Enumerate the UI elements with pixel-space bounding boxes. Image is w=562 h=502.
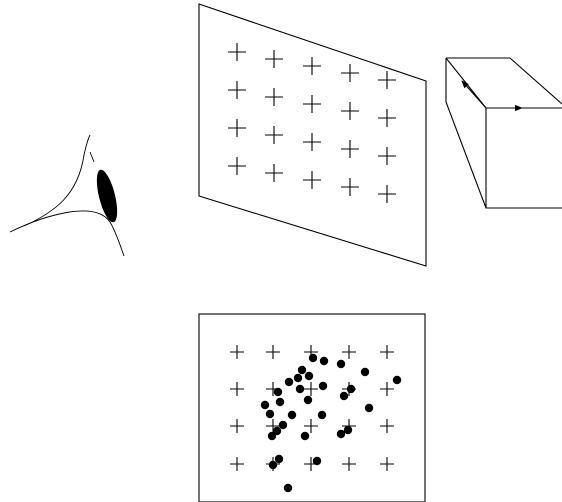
grid-cross xyxy=(265,164,283,182)
grid-cross xyxy=(304,382,318,396)
front-grid-plane xyxy=(199,314,425,502)
scatter-point xyxy=(365,404,373,412)
scatter-point xyxy=(274,388,282,396)
grid-cross xyxy=(378,71,396,89)
grid-cross xyxy=(342,457,356,471)
scatter-point xyxy=(288,411,296,419)
cube-arrow-left xyxy=(462,81,486,108)
scatter-point xyxy=(347,385,355,393)
scatter-point xyxy=(276,398,284,406)
scatter-point xyxy=(319,382,327,390)
grid-cross xyxy=(303,57,321,75)
grid-cross xyxy=(341,178,359,196)
grid-cross xyxy=(228,81,246,99)
scatter-point xyxy=(285,378,293,386)
grid-cross xyxy=(342,345,356,359)
scatter-point xyxy=(298,366,306,374)
scatter-point xyxy=(296,385,304,393)
grid-cross xyxy=(378,109,396,127)
grid-cross xyxy=(228,43,246,61)
scatter-point xyxy=(275,455,283,463)
grid-cross xyxy=(230,382,244,396)
grid-cross xyxy=(228,157,246,175)
grid-cross xyxy=(341,102,359,120)
cube-edges xyxy=(446,58,562,208)
grid-cross xyxy=(265,126,283,144)
grid-cross xyxy=(303,95,321,113)
scatter-point xyxy=(269,461,277,469)
scatter-point xyxy=(320,357,328,365)
grid-cross xyxy=(303,133,321,151)
eye-icon xyxy=(10,135,124,256)
grid-cross xyxy=(341,140,359,158)
grid-cross xyxy=(303,171,321,189)
front-plane-frame xyxy=(199,314,425,502)
grid-cross xyxy=(380,345,394,359)
grid-cross xyxy=(230,419,244,433)
grid-cross xyxy=(228,119,246,137)
grid-cross xyxy=(341,64,359,82)
scatter-point xyxy=(261,401,269,409)
eye-lid xyxy=(90,152,94,162)
grid-cross xyxy=(380,457,394,471)
grid-cross xyxy=(265,50,283,68)
grid-cross xyxy=(265,88,283,106)
cube-with-axes-icon xyxy=(446,58,562,208)
scatter-point xyxy=(284,484,292,492)
scatter-point xyxy=(313,457,321,465)
grid-cross xyxy=(230,457,244,471)
grid-cross xyxy=(380,382,394,396)
grid-cross xyxy=(380,419,394,433)
scatter-point xyxy=(361,368,369,376)
grid-cross xyxy=(304,419,318,433)
scatter-point xyxy=(294,374,302,382)
grid-cross xyxy=(378,147,396,165)
eye-socket-upper xyxy=(24,135,90,226)
scatter-point xyxy=(337,360,345,368)
scatter-point xyxy=(393,376,401,384)
scatter-point xyxy=(304,396,312,404)
scatter-point xyxy=(266,410,274,418)
scatter-points xyxy=(261,354,401,492)
scatter-point xyxy=(318,411,326,419)
scatter-point xyxy=(268,432,276,440)
eye-lens xyxy=(93,168,122,224)
perspective-grid-crosses xyxy=(228,43,396,203)
scatter-point xyxy=(305,372,313,380)
scatter-point xyxy=(340,392,348,400)
perspective-grid-plane xyxy=(199,4,426,266)
scatter-point xyxy=(309,354,317,362)
grid-cross xyxy=(230,345,244,359)
grid-cross xyxy=(266,345,280,359)
scatter-point xyxy=(301,432,309,440)
scatter-point xyxy=(344,426,352,434)
scatter-point xyxy=(279,421,287,429)
grid-cross xyxy=(378,185,396,203)
eye-socket-lower xyxy=(10,211,124,256)
